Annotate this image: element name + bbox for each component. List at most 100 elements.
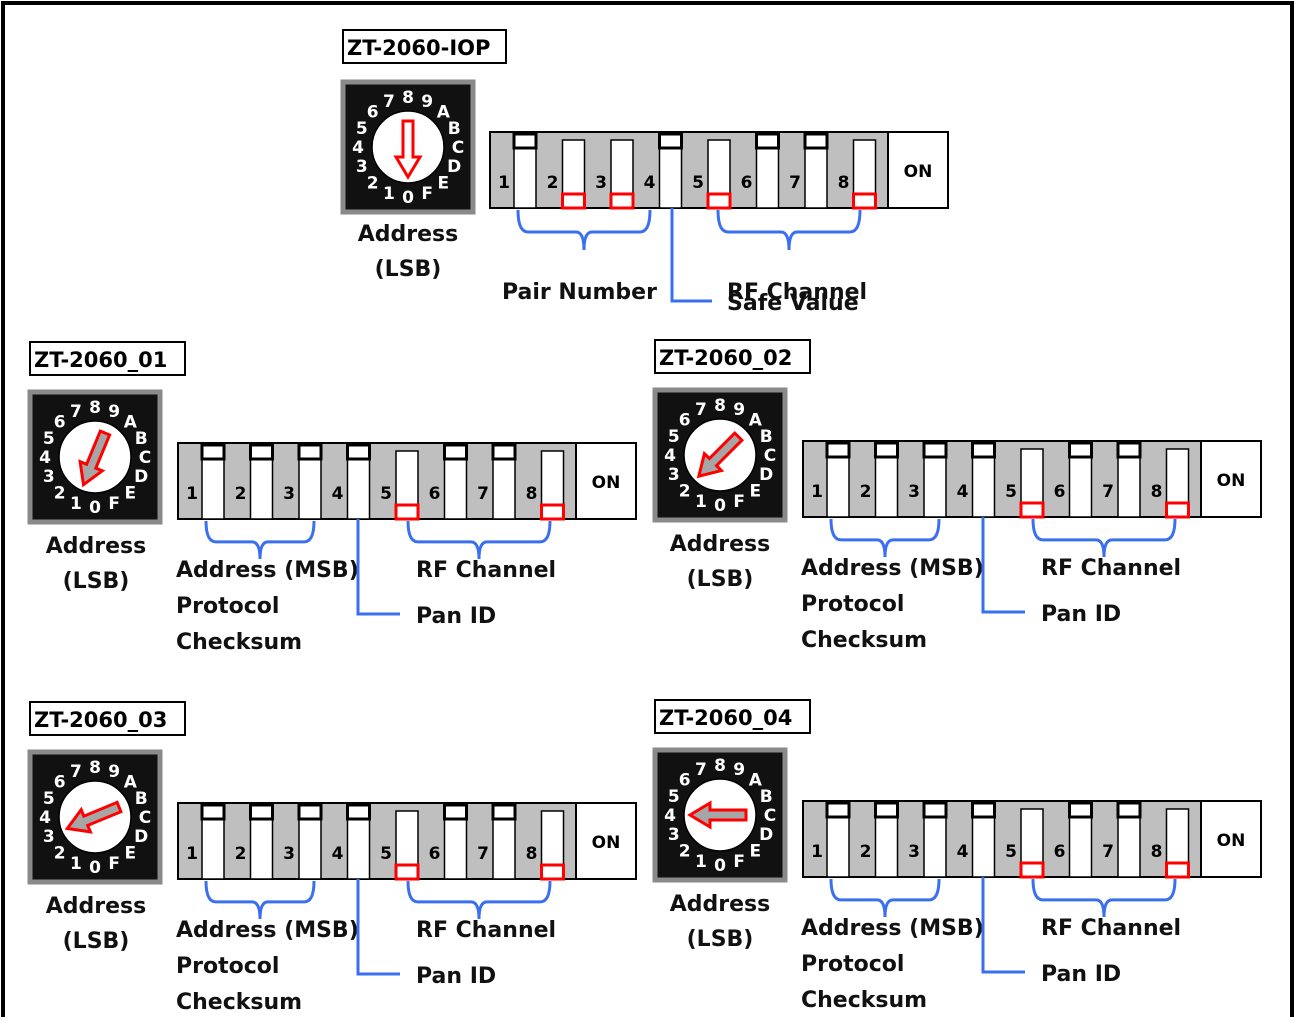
bracket-pair-number [516,209,652,251]
label-pan-id: Pan ID [1041,602,1121,627]
dial-pointer-arrow [78,429,112,488]
panel-title: ZT-2060_03 [34,708,167,732]
on-label-box [887,131,949,209]
switch-lever-on [443,803,468,821]
switch-lever-off-marker [394,863,420,881]
switch-slot [971,808,996,878]
dial-char: 0 [402,188,414,208]
dial-char: 9 [733,760,745,780]
switch-lever-off-marker [561,192,586,210]
bracket-address-msb [829,878,941,918]
line-pan-id [981,877,1025,974]
dial-char: 4 [352,138,364,158]
switch-slot [755,139,780,209]
dial-char: E [125,843,137,863]
switch-number: 3 [908,842,920,862]
on-label-box [1200,800,1262,878]
switch-number: 6 [429,484,441,504]
dial-char: F [733,492,745,512]
switch-slot [658,139,683,209]
switch-number: 4 [332,844,344,864]
switch-slot [1117,808,1141,878]
dial-char: 1 [695,492,707,512]
panel-title-box [654,699,811,734]
bracket-rf-channel [1031,878,1177,918]
label-address-group: Address (MSB) [801,556,984,581]
switch-number: 7 [1102,842,1114,862]
switch-number: 7 [1102,482,1114,502]
dial-char: B [135,429,148,449]
dial-pointer-arrow [687,800,748,830]
panel-title-box [342,29,507,64]
rotary-switch-body [27,749,163,885]
dial-char: B [760,787,773,807]
dial-char: B [135,789,148,809]
switch-lever-on [346,443,371,461]
label-address-group: Checksum [801,628,927,653]
line-safe-value [670,208,712,303]
dial-char: 7 [383,92,395,112]
line-pan-id [981,517,1025,614]
switch-lever-on [200,443,226,461]
panel-title: ZT-2060_01 [34,348,167,372]
dial-char: 4 [39,448,51,468]
switch-number: 3 [283,844,295,864]
switch-number: 2 [235,844,247,864]
dial-char: 8 [714,756,726,776]
dial-char: 5 [43,789,55,809]
switch-number: 1 [811,482,823,502]
dial-char: 0 [89,498,101,518]
switch-lever-on [1068,441,1093,459]
dial-char: C [764,446,776,466]
dial-char: 0 [89,858,101,878]
switch-slot [346,810,371,880]
switch-number: 5 [692,173,704,193]
switch-lever-on [200,803,226,821]
label-rf-channel: RF Channel [1041,916,1181,941]
dial-char: B [760,427,773,447]
switch-slot [201,810,225,880]
label-rf-channel: RF Channel [1041,556,1181,581]
switch-lever-off-marker [540,503,565,521]
switch-lever-on [297,803,323,821]
panel-title-box [654,339,811,374]
switch-slot [826,448,850,518]
switch-lever-off-marker [852,192,877,210]
label-pan-id: Pan ID [1041,962,1121,987]
dial-char: 1 [70,854,82,874]
switch-number: 1 [498,173,510,193]
switch-slot [804,139,828,209]
dial-label-lsb: (LSB) [687,567,754,592]
switch-number: 6 [1054,482,1066,502]
dial-char: D [759,465,773,485]
switch-number: 2 [547,173,559,193]
switch-number: 7 [477,484,489,504]
switch-slot [298,810,322,880]
switch-slot [923,448,947,518]
dial-char: 0 [714,856,726,876]
switch-lever-on [922,801,948,819]
switch-lever-on [1116,801,1142,819]
switch-number: 3 [283,484,295,504]
switch-lever-on [443,443,468,461]
line-pan-id [356,879,400,976]
dial-char: 1 [70,494,82,514]
switch-number: 8 [1151,482,1163,502]
switch-slot [443,810,468,880]
switch-lever-on [803,132,829,150]
switch-number: 7 [789,173,801,193]
dial-pointer-arrow [64,800,123,834]
switch-lever-on [922,441,948,459]
switch-number: 1 [186,844,198,864]
switch-number: 4 [332,484,344,504]
dial-label-address: Address [358,222,458,247]
bracket-address-msb [204,880,316,920]
bracket-rf-channel [406,520,552,560]
dial-char: 5 [43,429,55,449]
dial-char: 9 [108,402,120,422]
switch-slot [346,450,371,520]
label-pan-id: Pan ID [416,964,496,989]
